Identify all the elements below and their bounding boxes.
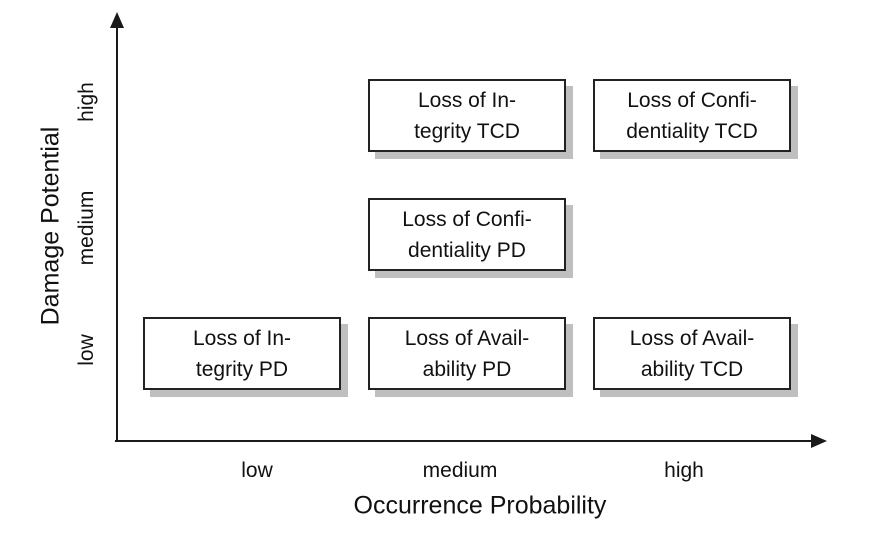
x-axis-line bbox=[115, 440, 813, 442]
y-axis-arrow-icon bbox=[110, 12, 124, 28]
matrix-box-label-line: Loss of In- bbox=[192, 326, 292, 350]
matrix-box-label-line: dentiality TCD bbox=[626, 119, 758, 143]
matrix-box-label-line: Loss of Avail- bbox=[404, 326, 530, 350]
matrix-box-label-line: Loss of Confi- bbox=[402, 207, 532, 231]
y-axis-line bbox=[116, 24, 118, 442]
matrix-box-label-line: ability PD bbox=[422, 357, 512, 381]
x-tick-high: high bbox=[664, 459, 704, 482]
y-axis-title: Damage Potential bbox=[36, 126, 65, 326]
matrix-box-loss-of-availability-tcd: Loss of Avail-ability TCD bbox=[593, 317, 791, 390]
matrix-box-loss-of-confidentiality-pd: Loss of Confi-dentiality PD bbox=[368, 198, 566, 271]
matrix-box-label-line: ability TCD bbox=[640, 357, 744, 381]
matrix-box-loss-of-confidentiality-tcd: Loss of Confi-dentiality TCD bbox=[593, 79, 791, 152]
y-tick-high: high bbox=[75, 82, 98, 122]
matrix-box-label-line: Loss of Confi- bbox=[627, 88, 757, 112]
y-tick-medium: medium bbox=[75, 190, 98, 266]
x-tick-low: low bbox=[241, 459, 273, 482]
matrix-box-loss-of-integrity-tcd: Loss of In-tegrity TCD bbox=[368, 79, 566, 152]
matrix-box-label-line: Loss of Avail- bbox=[629, 326, 755, 350]
matrix-box-label-line: tegrity TCD bbox=[414, 119, 520, 143]
x-tick-medium: medium bbox=[422, 459, 498, 482]
matrix-box-label-line: dentiality PD bbox=[408, 238, 526, 262]
matrix-box-label-line: tegrity PD bbox=[195, 357, 289, 381]
matrix-box-label-line: Loss of In- bbox=[417, 88, 517, 112]
matrix-box-loss-of-availability-pd: Loss of Avail-ability PD bbox=[368, 317, 566, 390]
x-axis-arrow-icon bbox=[811, 434, 827, 448]
matrix-box-loss-of-integrity-pd: Loss of In-tegrity PD bbox=[143, 317, 341, 390]
x-axis-title: Occurrence Probability bbox=[353, 491, 607, 520]
y-tick-low: low bbox=[75, 334, 98, 366]
